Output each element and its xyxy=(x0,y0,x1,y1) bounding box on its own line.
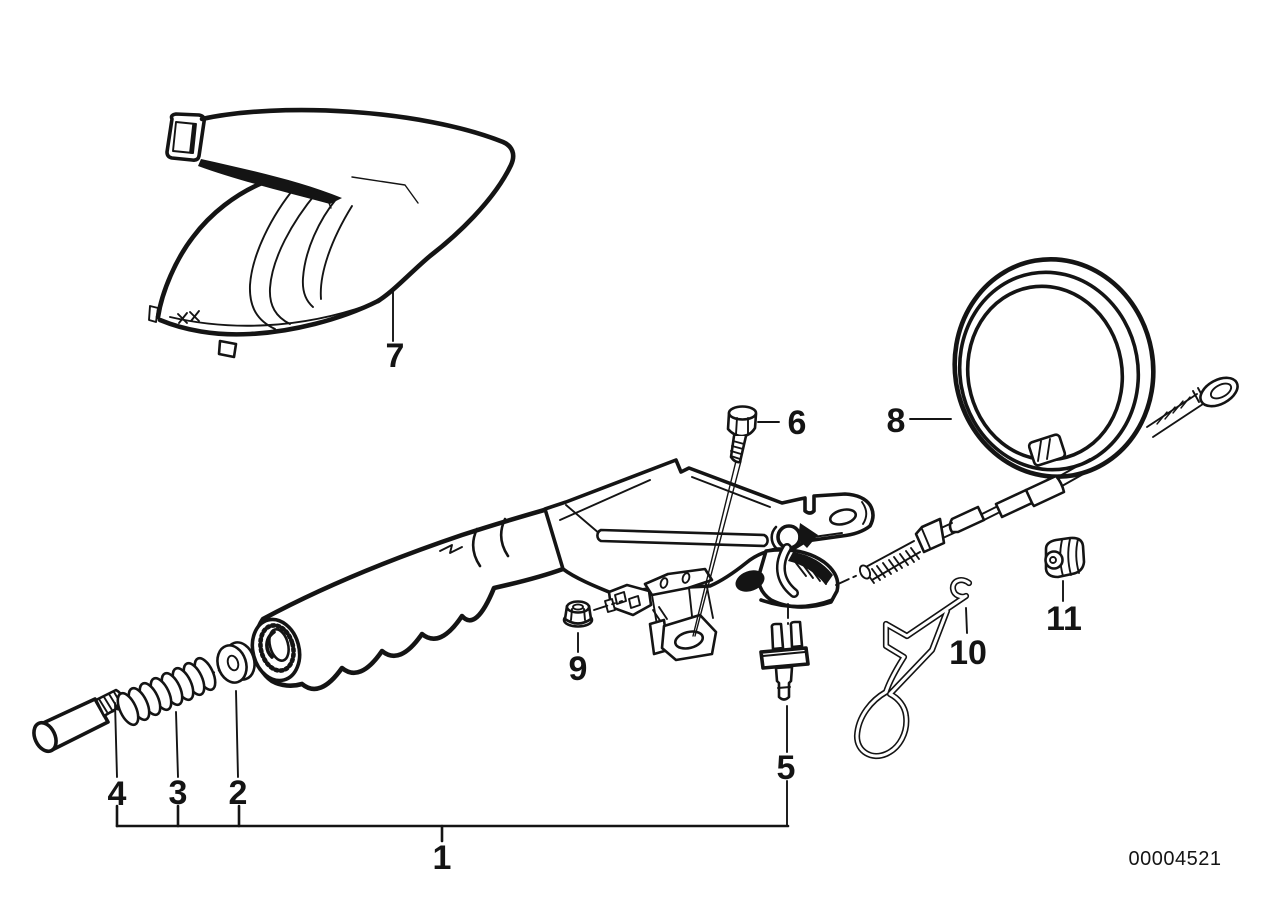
handbrake-lever-grip xyxy=(250,502,569,692)
callout-5: 5 xyxy=(777,749,796,787)
callout-7: 7 xyxy=(386,337,405,375)
compression-spring-part xyxy=(116,656,217,727)
callout-6: 6 xyxy=(788,404,807,442)
retaining-clip-part xyxy=(853,577,973,760)
callout-3: 3 xyxy=(169,774,188,812)
grommet-part xyxy=(1044,536,1086,579)
callout-10: 10 xyxy=(949,634,987,672)
callout-4: 4 xyxy=(108,775,127,813)
handbrake-boot-part xyxy=(148,107,516,359)
callout-2: 2 xyxy=(229,774,248,812)
warning-switch-bracket xyxy=(604,583,653,617)
bolt-part xyxy=(692,405,758,637)
callout-11: 11 xyxy=(1046,600,1082,638)
mounting-bracket xyxy=(643,567,718,662)
diagram-id-code: 00004521 xyxy=(1129,848,1222,870)
handbrake-lever-arm xyxy=(543,458,875,609)
callout-leaders xyxy=(114,288,1064,843)
callout-labels: 1 2 3 4 5 6 7 8 9 10 11 xyxy=(108,337,1082,877)
release-button-part xyxy=(32,688,124,754)
hex-nut-part xyxy=(562,600,623,628)
callout-8: 8 xyxy=(887,402,906,440)
pivot-pin-part xyxy=(759,603,810,701)
callout-9: 9 xyxy=(569,650,588,688)
brake-cable-part xyxy=(858,256,1239,584)
callout-1: 1 xyxy=(433,839,452,877)
